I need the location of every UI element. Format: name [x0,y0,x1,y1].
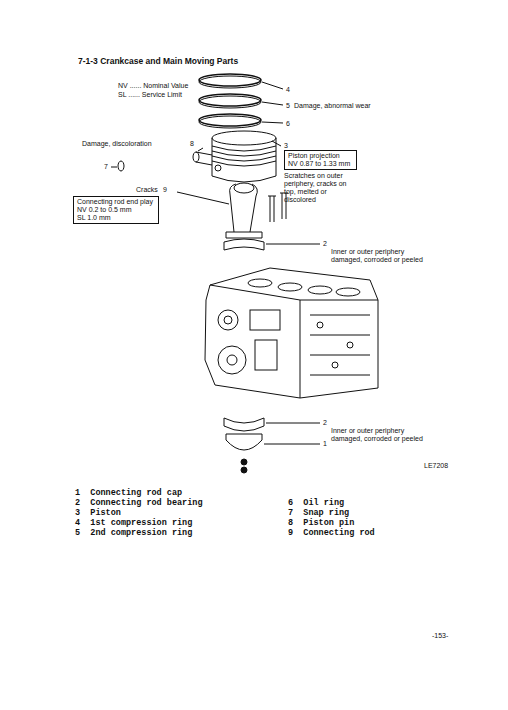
spec-box: Connecting rod end playNV 0.2 to 0.5 mmS… [73,196,159,224]
inspection-note: Cracks [136,186,158,194]
inspection-note: Inner or outer periphery damaged, corrod… [331,427,423,443]
inspection-note: Scratches on outer periphery, cracks on … [284,172,356,204]
parts-list-item: 5 2nd compression ring [75,528,192,538]
legend-note: NV ...... Nominal Value [118,82,188,90]
spec-text: NV 0.2 to 0.5 mm [77,206,155,214]
spec-text: SL 1.0 mm [77,214,155,222]
callout-number: 5 [286,102,290,110]
callout-number: 9 [163,186,167,194]
callout-number: 6 [286,120,290,128]
parts-list-item: 9 Connecting rod [288,528,375,538]
inspection-note: Damage, abnormal wear [294,102,371,110]
callout-number: 4 [286,86,290,94]
callout-number: 2 [323,419,327,427]
spec-text: Connecting rod end play [77,198,155,206]
spec-text: Piston projection [288,152,353,160]
inspection-note: Inner or outer periphery damaged, corrod… [331,248,423,264]
parts-list-item: 1 Connecting rod cap [75,488,182,498]
callout-number: 2 [323,240,327,248]
parts-list-item: 3 Piston [75,508,121,518]
parts-list-item: 4 1st compression ring [75,518,192,528]
callout-number: 3 [284,142,288,150]
figure-code: LE7208 [424,462,448,470]
inspection-note: Damage, discoloration [82,140,152,148]
callout-number: 7 [104,163,108,171]
parts-list-item: 7 Snap ring [288,508,349,518]
spec-text: NV 0.87 to 1.33 mm [288,160,353,168]
page-title: 7-1-3 Crankcase and Main Moving Parts [78,57,238,65]
parts-list-item: 8 Piston pin [288,518,354,528]
parts-list-item: 6 Oil ring [288,498,344,508]
parts-list-item: 2 Connecting rod bearing [75,498,203,508]
page-number: -153- [432,632,448,640]
spec-box: Piston projectionNV 0.87 to 1.33 mm [284,150,357,170]
callout-number: 1 [323,440,327,448]
callout-number: 8 [190,140,194,148]
legend-note: SL ...... Service Limit [118,91,182,99]
